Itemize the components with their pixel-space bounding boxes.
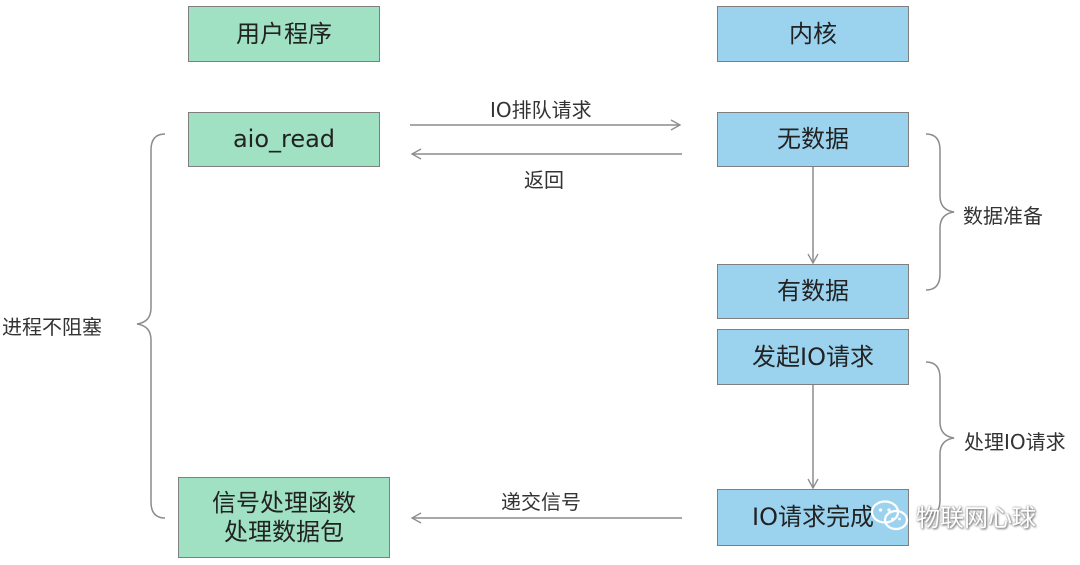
- deliver-signal-label: 递交信号: [501, 490, 581, 514]
- has-data-box: 有数据: [717, 264, 909, 319]
- return-label: 返回: [524, 168, 564, 192]
- queue-request-label: IO排队请求: [490, 98, 592, 122]
- kernel-header: 内核: [717, 6, 909, 62]
- signal-handler-line2: 处理数据包: [224, 517, 344, 546]
- aio-read-box: aio_read: [188, 112, 380, 167]
- handle-io-brace: [925, 361, 955, 517]
- signal-handler-box: 信号处理函数 处理数据包: [178, 477, 390, 558]
- no-data-box: 无数据: [717, 112, 909, 167]
- start-io-request-box: 发起IO请求: [717, 329, 909, 385]
- watermark: 物联网心球: [870, 498, 1036, 533]
- data-prep-brace: [925, 133, 955, 291]
- handle-io-label: 处理IO请求: [964, 430, 1066, 454]
- user-program-header: 用户程序: [188, 6, 380, 62]
- io-request-done-box: IO请求完成: [717, 489, 909, 546]
- left-brace: [136, 133, 166, 519]
- watermark-text: 物联网心球: [916, 504, 1036, 532]
- wechat-icon: [870, 499, 909, 530]
- data-prep-label: 数据准备: [963, 204, 1043, 228]
- process-non-blocking-label: 进程不阻塞: [2, 315, 102, 339]
- signal-handler-line1: 信号处理函数: [212, 488, 356, 517]
